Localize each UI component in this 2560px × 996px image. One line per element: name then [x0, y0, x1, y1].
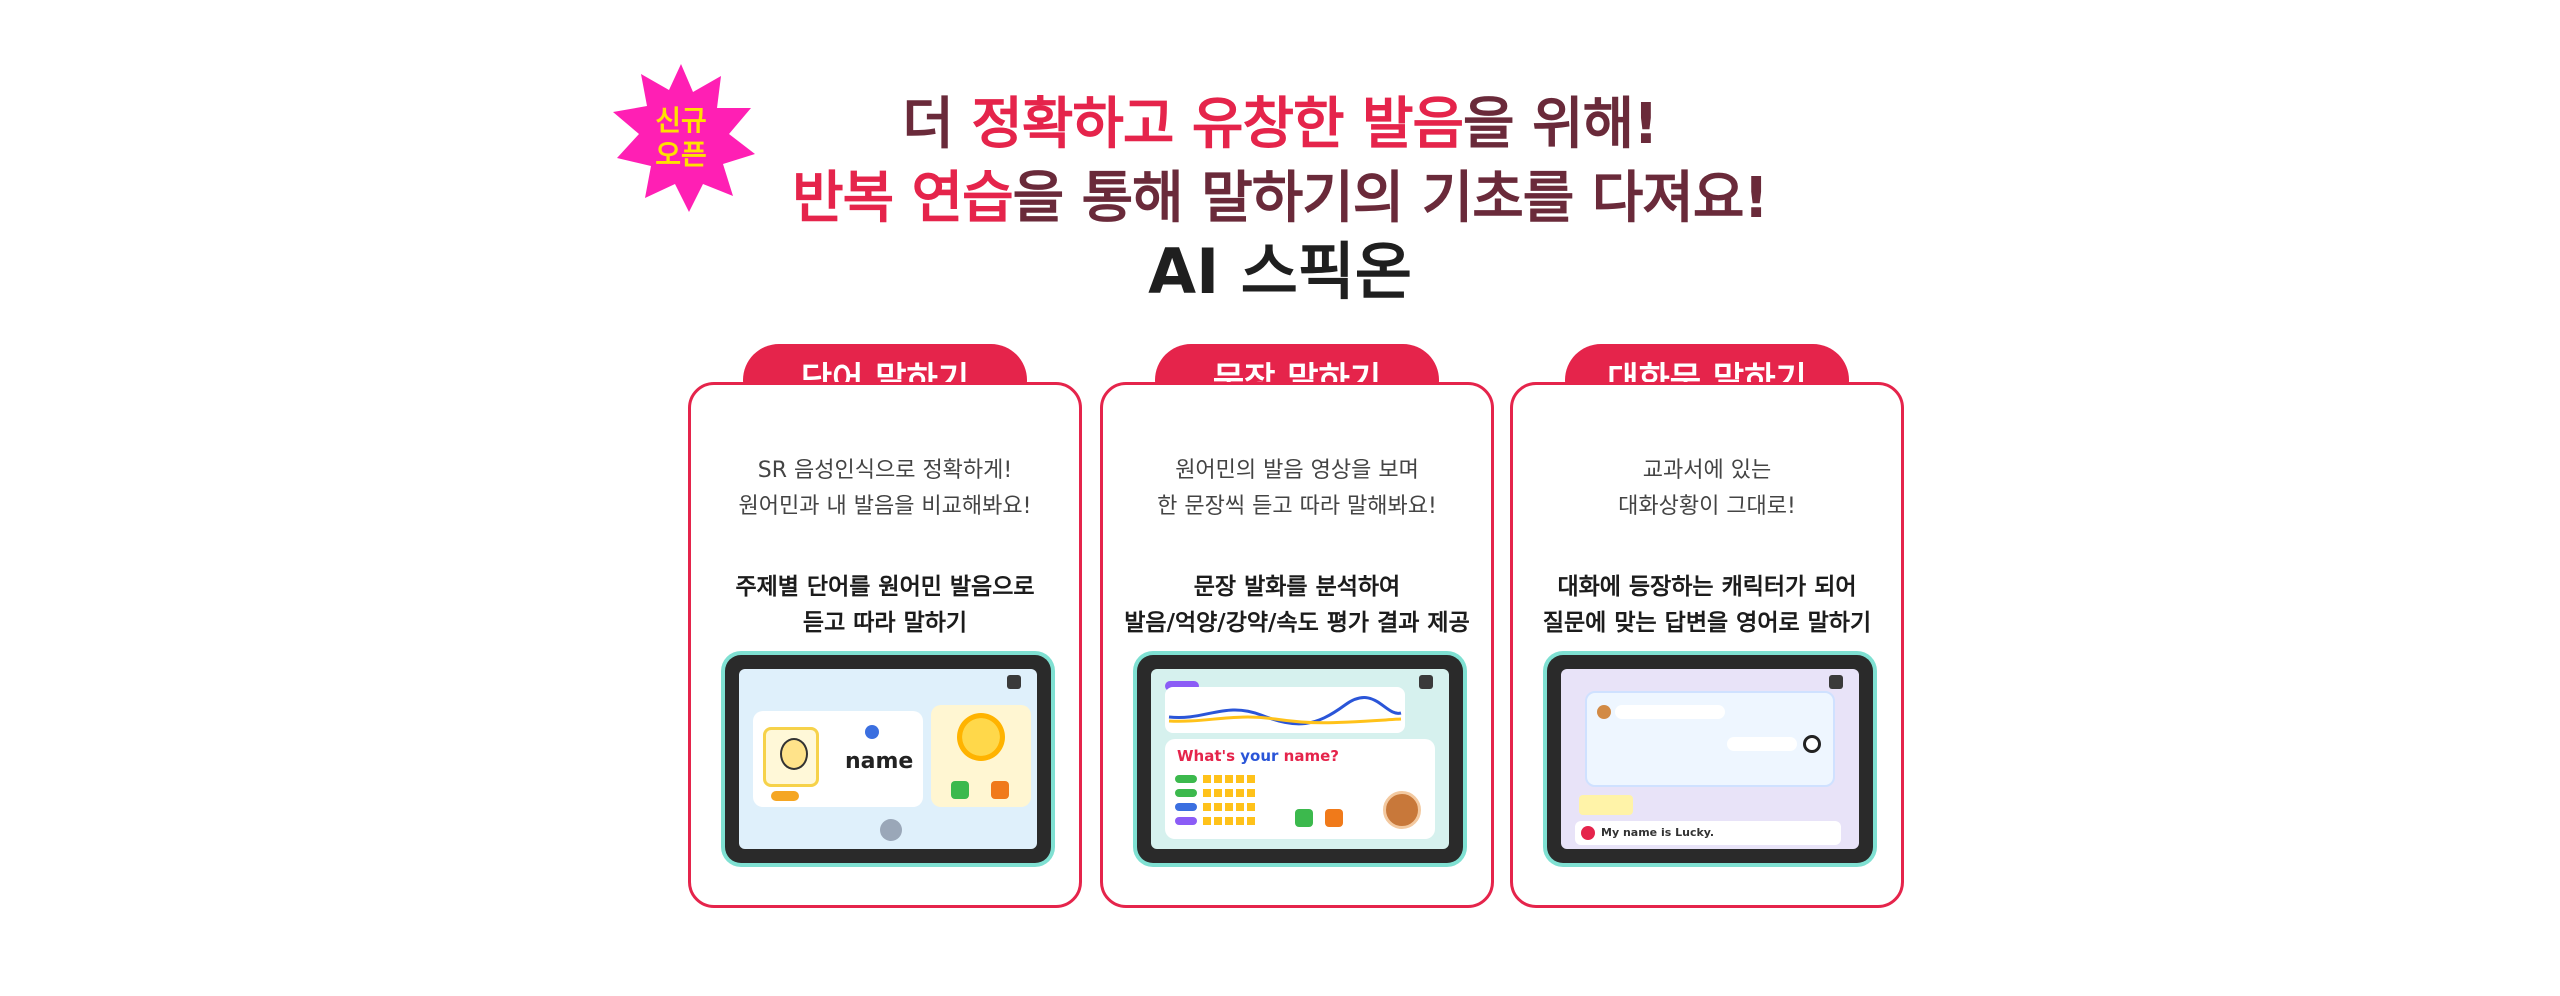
target-sentence: What's your name? — [1177, 747, 1339, 765]
card-feature: 주제별 단어를 원어민 발음으로 듣고 따라 말하기 — [735, 574, 1035, 636]
character-avatar — [763, 727, 819, 787]
headline-line2: 반복 연습을 통해 말하기의 기초를 다져요! — [792, 166, 1769, 231]
score-stars — [1203, 789, 1257, 797]
mic-icon — [1581, 826, 1595, 840]
app-screenshot-word: name — [739, 669, 1037, 849]
feature-card-word: SR 음성인식으로 정확하게! 원어민과 내 발음을 비교해봐요! 주제별 단어… — [688, 382, 1082, 908]
speaker-icon — [865, 725, 879, 739]
feature-card-dialogue: 교과서에 있는 대화상황이 그대로! 대화에 등장하는 캐릭터가 되어 질문에 … — [1510, 382, 1904, 908]
badge-line1: 신규 — [655, 104, 707, 137]
level-tag — [771, 791, 799, 801]
tablet-mockup: What's your name? — [1137, 655, 1463, 863]
target-word: name — [845, 749, 914, 774]
score-stars — [1203, 817, 1257, 825]
dialogue-panel — [1585, 691, 1835, 787]
score-stars — [1203, 803, 1257, 811]
app-title: AI 스픽온 — [1148, 235, 1412, 308]
word-card: name — [753, 711, 923, 807]
monkey-character-icon — [1383, 791, 1421, 829]
feature-card-sentence: 원어민의 발음 영상을 보며 한 문장씩 듣고 따라 말해봐요! 문장 발화를 … — [1100, 382, 1494, 908]
score-stars — [1203, 775, 1257, 783]
sun-icon — [957, 713, 1005, 761]
card-feature: 대화에 등장하는 캐릭터가 되어 질문에 맞는 답변을 영어로 말하기 — [1542, 574, 1872, 636]
tablet-mockup: My name is Lucky. — [1547, 655, 1873, 863]
result-panel — [931, 705, 1031, 807]
monkey-character-icon — [1597, 705, 1611, 719]
next-icon — [1325, 809, 1343, 827]
headline: 더 정확하고 유창한 발음을 위해! 반복 연습을 통해 말하기의 기초를 다져… — [640, 88, 1920, 236]
score-label — [1175, 817, 1197, 825]
score-label — [1175, 789, 1197, 797]
panda-character-icon — [1803, 735, 1821, 753]
retry-icon — [1295, 809, 1313, 827]
answer-bar: My name is Lucky. — [1575, 821, 1841, 845]
menu-icon — [1007, 675, 1021, 689]
graph-label — [1165, 681, 1199, 691]
intonation-graph — [1165, 687, 1405, 733]
score-label — [1175, 803, 1197, 811]
card-feature: 문장 발화를 분석하여 발음/억양/강약/속도 평가 결과 제공 — [1124, 574, 1470, 636]
card-description: 원어민의 발음 영상을 보며 한 문장씩 듣고 따라 말해봐요! — [1157, 458, 1437, 519]
retry-icon — [951, 781, 969, 799]
sentence-panel: What's your name? — [1165, 739, 1435, 839]
starburst-icon — [613, 64, 755, 212]
badge-line2: 오픈 — [655, 138, 707, 171]
next-icon — [991, 781, 1009, 799]
waveform-icon — [1168, 696, 1402, 726]
menu-icon — [1829, 675, 1843, 689]
app-screenshot-dialogue: My name is Lucky. — [1561, 669, 1859, 849]
hint-note — [1579, 795, 1633, 815]
answer-text: My name is Lucky. — [1601, 826, 1715, 839]
mic-icon — [880, 819, 902, 841]
card-description: SR 음성인식으로 정확하게! 원어민과 내 발음을 비교해봐요! — [738, 458, 1032, 519]
app-screenshot-sentence: What's your name? — [1151, 669, 1449, 849]
headline-line1: 더 정확하고 유창한 발음을 위해! — [902, 92, 1658, 157]
menu-icon — [1419, 675, 1433, 689]
tablet-mockup: name — [725, 655, 1051, 863]
speech-bubble — [1615, 705, 1725, 719]
card-description: 교과서에 있는 대화상황이 그대로! — [1618, 458, 1796, 519]
score-label — [1175, 775, 1197, 783]
new-open-badge: 신규 오픈 — [605, 62, 757, 214]
speech-bubble — [1727, 737, 1797, 751]
